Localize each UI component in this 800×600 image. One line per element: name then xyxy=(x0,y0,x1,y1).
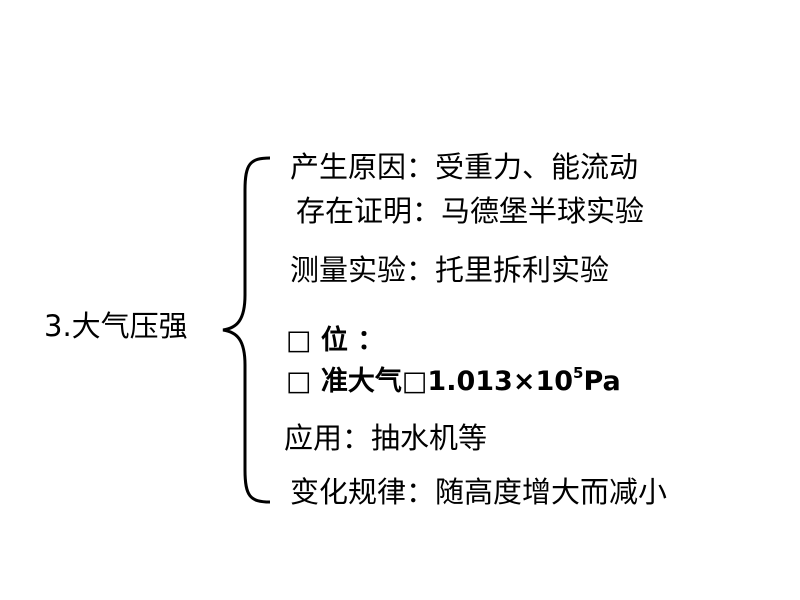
standard-mantissa: 1.013×10 xyxy=(427,366,574,397)
standard-unit: Pa xyxy=(583,366,621,397)
item-unit: □ 位 ： xyxy=(286,325,385,356)
item-variation: 变化规律：随高度增大而减小 xyxy=(290,475,668,509)
standard-exponent: 5 xyxy=(573,364,584,382)
topic-title: 3.大气压强 xyxy=(44,309,188,343)
item-proof: 存在证明：马德堡半球实验 xyxy=(296,194,645,228)
item-standard-pressure: □ 准大气□1.013×105Pa xyxy=(286,366,621,397)
item-measurement: 测量实验：托里拆利实验 xyxy=(290,253,610,287)
curly-brace xyxy=(222,156,271,504)
item-application: 应用：抽水机等 xyxy=(284,421,488,455)
standard-prefix: □ 准大气□ xyxy=(286,366,428,397)
item-cause: 产生原因：受重力、能流动 xyxy=(290,150,639,184)
